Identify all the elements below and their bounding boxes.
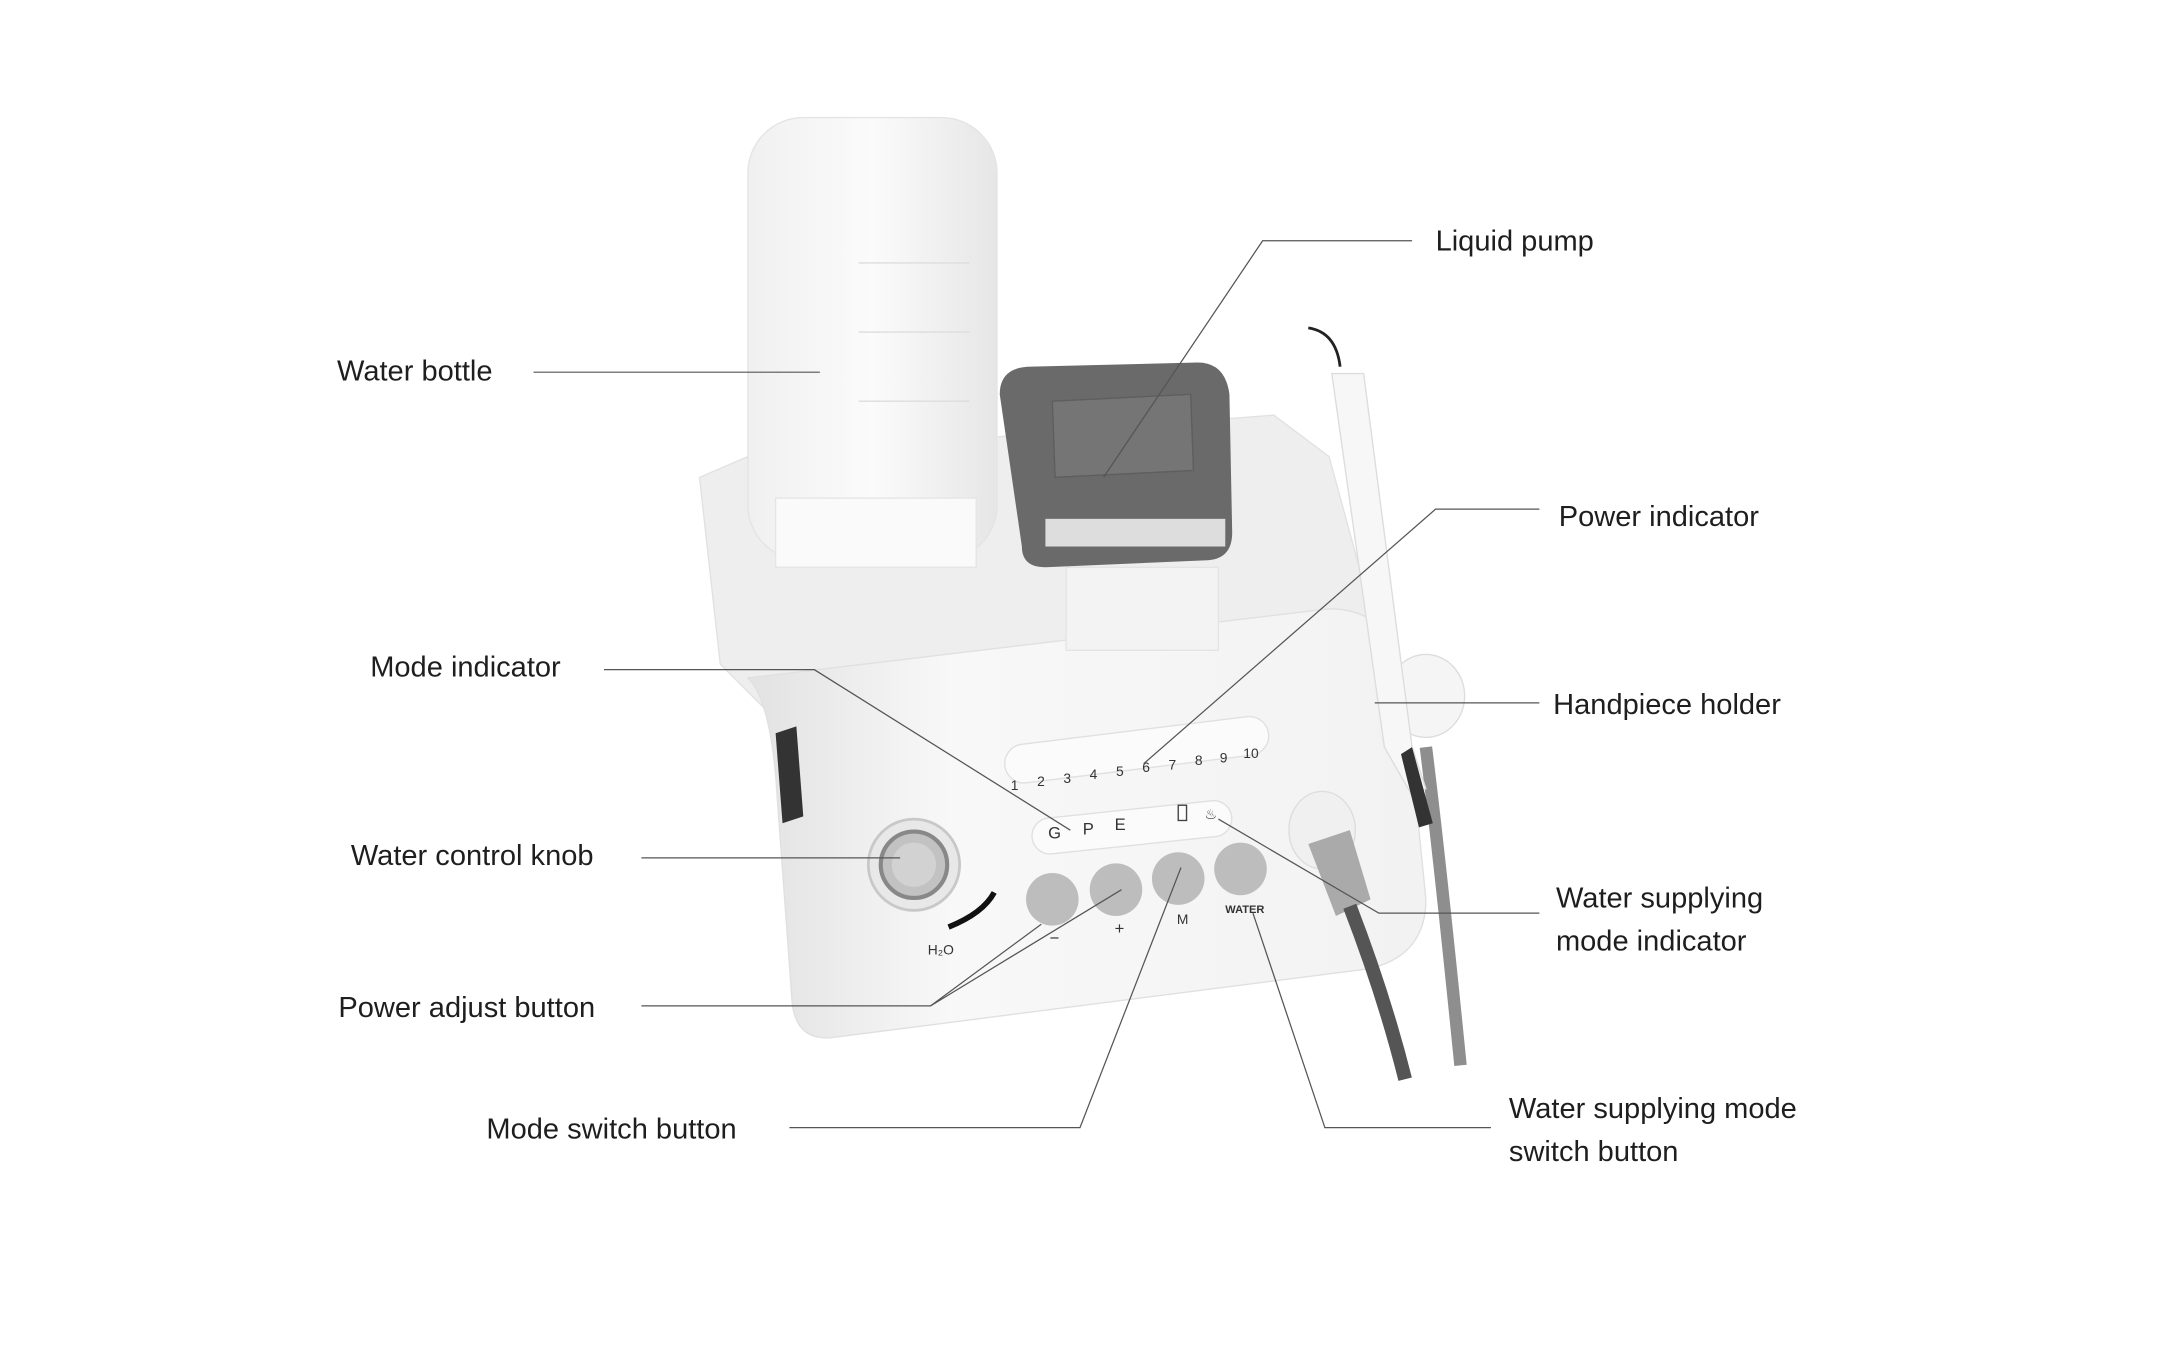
plus-label: + [1115, 919, 1125, 938]
power-level: 6 [1142, 759, 1150, 775]
handpiece-cable [1419, 746, 1467, 1066]
minus-label: − [1050, 929, 1060, 948]
water-bottle [747, 116, 998, 568]
water-control-knob[interactable] [866, 817, 962, 912]
liquid-pump [999, 362, 1233, 651]
handpiece-mode-icon [1177, 804, 1188, 822]
label-handpiece-holder: Handpiece holder [1553, 689, 1781, 721]
label-power-adjust-button: Power adjust button [338, 992, 595, 1024]
mode-switch-button[interactable] [1151, 852, 1205, 905]
m-label: M [1177, 911, 1189, 927]
power-level: 10 [1243, 745, 1259, 761]
power-level: 2 [1037, 773, 1045, 789]
mode-g: G [1048, 823, 1061, 842]
power-down-button[interactable] [1026, 873, 1079, 926]
label-water-supplying-mode-indicator-1: Water supplying [1556, 883, 1763, 915]
side-shadow [775, 726, 804, 824]
handpiece [1331, 372, 1427, 797]
mode-p: P [1083, 819, 1094, 838]
label-water-mode-switch-button-2: switch button [1509, 1136, 1679, 1168]
handpiece-tip [1308, 326, 1342, 367]
cable [1343, 903, 1412, 1081]
label-mode-indicator: Mode indicator [370, 652, 561, 684]
label-water-supplying-mode-indicator-2: mode indicator [1556, 926, 1747, 958]
label-mode-switch-button: Mode switch button [486, 1114, 736, 1146]
power-level: 7 [1169, 756, 1177, 772]
power-levels: 1 2 3 4 5 6 7 8 9 10 [1011, 745, 1259, 793]
power-level: 9 [1220, 749, 1228, 765]
power-level: 4 [1090, 766, 1098, 782]
label-power-indicator: Power indicator [1559, 501, 1760, 533]
mode-e: E [1115, 815, 1126, 834]
mode-indicator-strip [1031, 800, 1233, 855]
label-water-bottle: Water bottle [337, 355, 493, 387]
power-level: 1 [1011, 777, 1019, 793]
power-level: 3 [1063, 770, 1071, 786]
label-water-mode-switch-button-1: Water supplying mode [1509, 1093, 1797, 1125]
water-mode-icon: ♨ [1205, 806, 1217, 822]
power-level: 8 [1195, 752, 1203, 768]
label-liquid-pump: Liquid pump [1436, 225, 1594, 257]
power-up-button[interactable] [1089, 863, 1143, 916]
handpiece-tail [1400, 747, 1433, 828]
knob-arc [947, 891, 997, 930]
water-switch-button[interactable] [1214, 842, 1267, 896]
cable-connector [1308, 830, 1371, 916]
knob-label: H₂O [928, 942, 954, 958]
label-water-control-knob: Water control knob [351, 840, 594, 872]
power-level: 5 [1116, 763, 1124, 779]
power-indicator-strip [1004, 715, 1270, 784]
water-label: WATER [1225, 904, 1264, 916]
scaler-device: 1 2 3 4 5 6 7 8 9 10 G P E ♨ H₂O − [698, 116, 1467, 1081]
leader-lines [533, 240, 1540, 1129]
